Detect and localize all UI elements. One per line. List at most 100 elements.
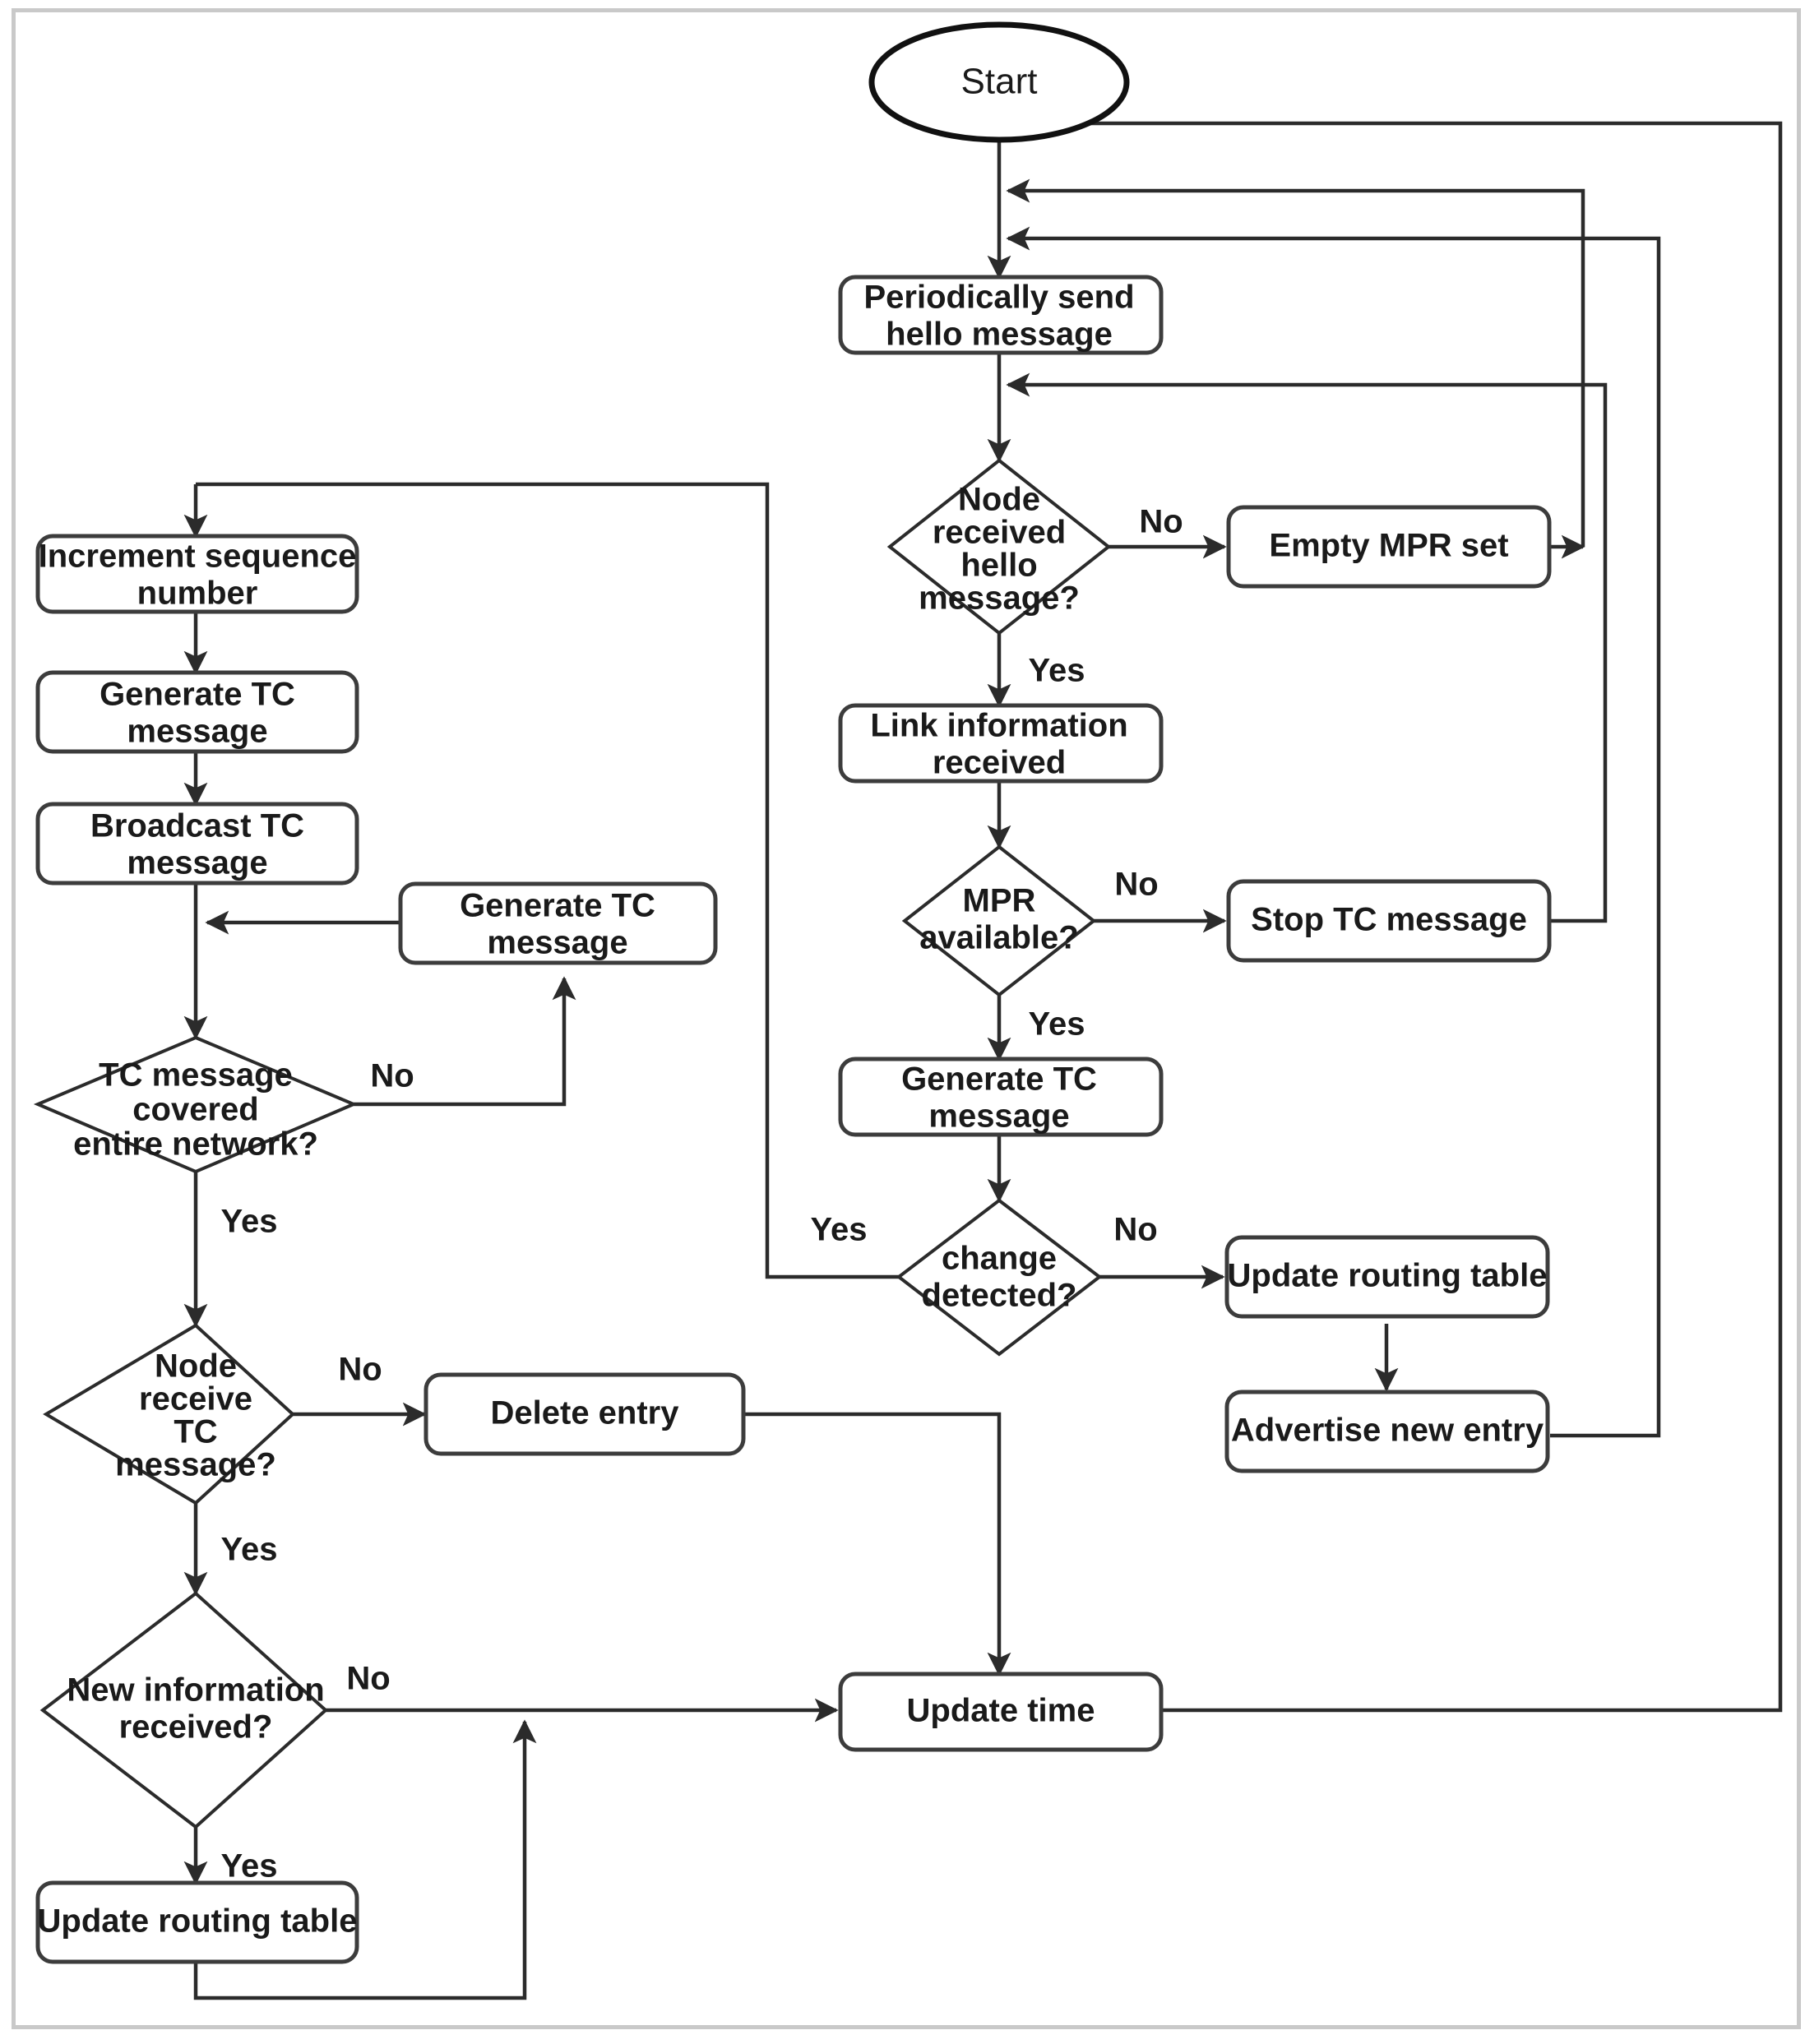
periodic-hello-box <box>838 275 1164 355</box>
node-link-information-received[interactable]: Link information received <box>838 703 1164 784</box>
node-receive-tc-label-line2: receive <box>139 1381 252 1417</box>
edge-label-tc-covered-yes: Yes <box>221 1204 278 1240</box>
generate-tc-mid-box <box>398 881 718 965</box>
edge-label-node-receive-yes: Yes <box>221 1532 278 1568</box>
node-receive-tc-label-line1: Node <box>155 1348 237 1385</box>
link-info-label-line1: Link information <box>870 708 1127 744</box>
edge-delete-entry-to-update-time <box>743 1412 1011 1676</box>
hello-decision-label-line1: Node <box>958 482 1040 518</box>
mpr-decision-label-line1: MPR <box>963 883 1036 919</box>
empty-mpr-label: Empty MPR set <box>1269 528 1508 564</box>
node-receive-tc-label-line4: message? <box>115 1447 276 1483</box>
node-node-receive-tc-message-decision[interactable]: Node receive TC message? <box>43 1323 295 1505</box>
node-mpr-available-decision[interactable]: MPR available? <box>901 844 1097 997</box>
new-info-label-line1: New information <box>67 1672 324 1709</box>
node-generate-tc-message-left[interactable]: Generate TC message <box>35 670 359 754</box>
node-generate-tc-message-mid[interactable]: Generate TC message <box>398 881 718 965</box>
stop-tc-box <box>1226 879 1552 963</box>
generate-tc-mid-label-line2: message <box>487 925 627 961</box>
edge-label-mpr-yes: Yes <box>1029 1006 1085 1043</box>
node-new-information-received-decision[interactable]: New information received? <box>39 1591 328 1829</box>
node-stop-tc-message[interactable]: Stop TC message <box>1226 879 1552 963</box>
empty-mpr-box <box>1226 505 1552 589</box>
node-periodically-send-hello[interactable]: Periodically send hello message <box>838 275 1164 355</box>
advertise-new-entry-box <box>1224 1390 1550 1473</box>
hello-decision-label-line3: hello <box>960 548 1037 584</box>
edge-stop-tc-to-spine <box>1006 372 1608 923</box>
new-info-diamond <box>39 1591 328 1829</box>
mpr-decision-label-line2: available? <box>919 920 1078 956</box>
update-routing-bottom-box <box>35 1880 359 1964</box>
edge-label-change-no: No <box>1113 1212 1157 1248</box>
node-generate-tc-message-right[interactable]: Generate TC message <box>838 1057 1164 1137</box>
update-routing-right-box <box>1224 1235 1550 1319</box>
start-ellipse <box>868 21 1130 143</box>
node-broadcast-tc-message[interactable]: Broadcast TC message <box>35 802 359 886</box>
edge-label-mpr-no: No <box>1114 867 1158 903</box>
node-change-detected-decision[interactable]: change detected? <box>896 1198 1103 1357</box>
tc-covered-diamond <box>33 1035 359 1174</box>
node-update-routing-table-right[interactable]: Update routing table <box>1224 1235 1550 1319</box>
hello-decision-label-line2: received <box>933 515 1066 551</box>
generate-tc-right-label-line1: Generate TC <box>901 1061 1097 1098</box>
generate-tc-mid-label-line1: Generate TC <box>460 888 655 924</box>
edge-update-time-to-start-spine <box>1006 111 1783 1713</box>
edge-label-new-info-no: No <box>346 1661 390 1697</box>
node-advertise-new-entry[interactable]: Advertise new entry <box>1224 1390 1550 1473</box>
mpr-decision-diamond <box>901 844 1097 997</box>
edge-update-routing-bottom-loop <box>193 1719 537 2000</box>
node-update-routing-table-bottom[interactable]: Update routing table <box>35 1880 359 1964</box>
link-info-label-line2: received <box>933 745 1066 781</box>
generate-tc-left-box <box>35 670 359 754</box>
delete-entry-box <box>424 1372 746 1456</box>
edge-advertise-to-spine <box>1006 226 1661 1438</box>
generate-tc-right-label-line2: message <box>928 1098 1069 1135</box>
node-update-time[interactable]: Update time <box>838 1672 1164 1752</box>
update-routing-right-label: Update routing table <box>1228 1258 1548 1294</box>
periodic-hello-label-line2: hello message <box>886 317 1113 353</box>
update-time-box <box>838 1672 1164 1752</box>
change-decision-label-line2: detected? <box>922 1278 1077 1314</box>
increment-sequence-box <box>35 534 359 614</box>
periodic-hello-label-line1: Periodically send <box>863 280 1134 316</box>
generate-tc-left-label-line2: message <box>127 714 267 750</box>
edge-label-hello-yes: Yes <box>1029 653 1085 689</box>
advertise-new-entry-label: Advertise new entry <box>1231 1413 1544 1449</box>
hello-decision-label-line4: message? <box>919 580 1080 617</box>
node-receive-tc-label-line3: TC <box>174 1414 217 1450</box>
edge-label-tc-covered-no: No <box>370 1058 414 1094</box>
start-label: Start <box>961 62 1038 102</box>
edge-labels: No Yes No Yes Yes No No Yes No Yes No Ye… <box>221 504 1183 1884</box>
node-delete-entry[interactable]: Delete entry <box>424 1372 746 1456</box>
hello-decision-diamond <box>886 458 1112 636</box>
tc-covered-label-line2: covered <box>132 1092 258 1128</box>
tc-covered-label-line1: TC message <box>99 1057 293 1094</box>
stop-tc-label: Stop TC message <box>1251 902 1527 938</box>
tc-covered-label-line3: entire network? <box>73 1126 318 1163</box>
link-info-box <box>838 703 1164 784</box>
node-increment-sequence-number[interactable]: Increment sequence number <box>35 534 359 614</box>
edge-label-change-yes: Yes <box>811 1212 868 1248</box>
edge-tc-covered-no-to-generate-tc-mid <box>354 976 576 1107</box>
change-decision-diamond <box>896 1198 1103 1357</box>
update-time-label: Update time <box>907 1693 1095 1729</box>
edge-label-hello-no: No <box>1139 504 1183 540</box>
node-empty-mpr-set[interactable]: Empty MPR set <box>1226 505 1552 589</box>
edge-rail-empty-mpr-to-spine <box>1006 178 1585 547</box>
edges <box>183 111 1783 2000</box>
edge-label-new-info-yes: Yes <box>221 1848 278 1884</box>
node-start[interactable]: Start <box>868 21 1130 143</box>
generate-tc-left-label-line1: Generate TC <box>100 677 295 713</box>
node-node-received-hello-decision[interactable]: Node received hello message? <box>886 458 1112 636</box>
new-info-label-line2: received? <box>119 1709 273 1746</box>
edge-label-node-receive-no: No <box>338 1352 382 1388</box>
node-tc-covered-entire-network-decision[interactable]: TC message covered entire network? <box>33 1035 359 1174</box>
delete-entry-label: Delete entry <box>491 1395 680 1431</box>
broadcast-tc-label-line1: Broadcast TC <box>90 808 304 844</box>
broadcast-tc-label-line2: message <box>127 845 267 881</box>
change-decision-label-line1: change <box>942 1241 1057 1277</box>
broadcast-tc-box <box>35 802 359 886</box>
generate-tc-right-box <box>838 1057 1164 1137</box>
increment-sequence-label-line1: Increment sequence <box>39 539 357 575</box>
